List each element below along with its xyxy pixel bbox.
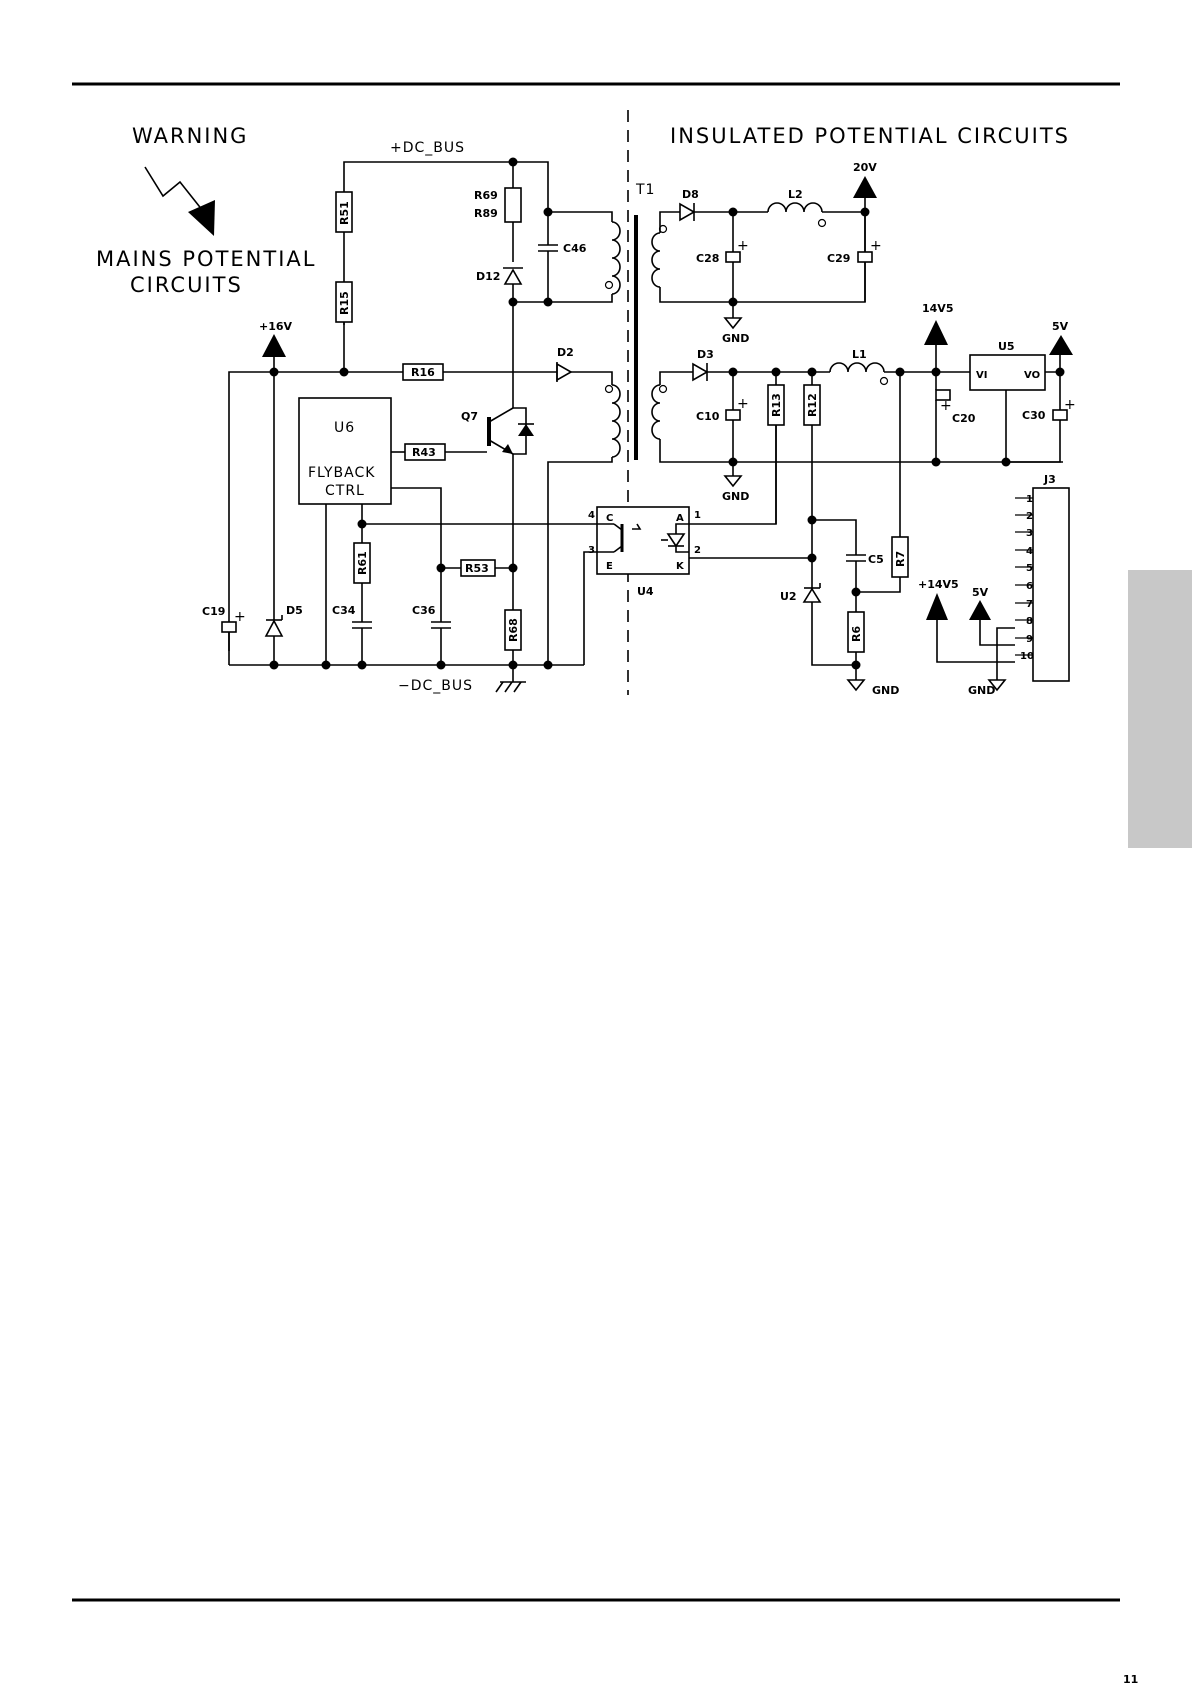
- j3-pin-5: 5: [1026, 563, 1033, 574]
- label-R15: R15: [338, 291, 351, 315]
- warning-title: WARNING: [132, 124, 248, 148]
- label-R16: R16: [411, 366, 435, 379]
- u4-pin-a: A: [676, 513, 684, 524]
- optocoupler-U4: C E A K 4 3 1 2 U4: [588, 400, 812, 598]
- net-gnd-4: GND: [968, 684, 995, 697]
- label-U4: U4: [637, 585, 654, 598]
- label-R69: R69: [474, 189, 498, 202]
- label-R61: R61: [356, 551, 369, 575]
- plus-C19: +: [234, 609, 247, 625]
- label-L1: L1: [852, 348, 867, 361]
- u4-num-2: 2: [694, 545, 701, 556]
- label-L2: L2: [788, 188, 803, 201]
- label-C20: C20: [952, 412, 976, 425]
- j3-pin-6: 6: [1026, 581, 1033, 592]
- secondary-side: D8 + C28 GND L2 20V + C29 D3: [651, 161, 1077, 697]
- j3-pin-2: 2: [1026, 511, 1033, 522]
- label-Q7: Q7: [461, 410, 478, 423]
- u6-name: U6: [334, 420, 355, 436]
- plus-C30: +: [1064, 397, 1077, 413]
- label-C10: C10: [696, 410, 720, 423]
- label-R7: R7: [894, 551, 907, 567]
- chassis-ground-icon: [495, 665, 526, 693]
- net-gnd-3: GND: [872, 684, 899, 697]
- j3-pin-1: 1: [1026, 494, 1033, 505]
- u4-num-4: 4: [588, 510, 595, 521]
- net-v16: +16V: [259, 320, 293, 333]
- plus-C20: +: [940, 398, 953, 414]
- lightning-bolt-arrow-icon: [144, 166, 215, 236]
- u4-pin-e: E: [606, 561, 613, 572]
- warning-line2: CIRCUITS: [130, 273, 243, 297]
- label-T1: T1: [635, 182, 655, 198]
- label-R53: R53: [465, 562, 489, 575]
- net-v5: 5V: [1052, 320, 1069, 333]
- label-R51: R51: [338, 201, 351, 225]
- u4-num-1: 1: [694, 510, 701, 521]
- label-R68: R68: [507, 618, 520, 642]
- u5-vo: VO: [1024, 370, 1040, 381]
- label-C30: C30: [1022, 409, 1046, 422]
- label-R89: R89: [474, 207, 498, 220]
- label-C28: C28: [696, 252, 719, 265]
- net-v14v5-conn: +14V5: [918, 578, 959, 591]
- label-C5: C5: [868, 553, 884, 566]
- u5-vi: VI: [976, 370, 987, 381]
- j3-pin-9: 9: [1026, 634, 1033, 645]
- net-v5-conn: 5V: [972, 586, 989, 599]
- u4-pin-k: K: [676, 561, 685, 572]
- net-v14v5: 14V5: [922, 302, 953, 315]
- label-R13: R13: [770, 393, 783, 417]
- j3-pin-8: 8: [1026, 616, 1033, 627]
- label-J3: J3: [1043, 473, 1056, 486]
- net-dc-bus-neg: −DC_BUS: [398, 678, 473, 694]
- label-C19: C19: [202, 605, 225, 618]
- net-gnd-2: GND: [722, 490, 749, 503]
- net-dc-bus-pos: +DC_BUS: [390, 140, 465, 156]
- j3-pin-4: 4: [1026, 546, 1033, 557]
- u6-line2: CTRL: [325, 483, 365, 499]
- label-C46: C46: [563, 242, 587, 255]
- insulated-title: INSULATED POTENTIAL CIRCUITS: [670, 124, 1070, 148]
- label-D5: D5: [286, 604, 303, 617]
- j3-pin-7: 7: [1026, 599, 1033, 610]
- net-gnd-1: GND: [722, 332, 749, 345]
- plus-C29: +: [870, 238, 883, 254]
- u4-pin-c: C: [606, 513, 613, 524]
- label-R12: R12: [806, 393, 819, 417]
- u6-line1: FLYBACK: [308, 465, 375, 481]
- label-D12: D12: [476, 270, 500, 283]
- section-tab: [1128, 570, 1192, 848]
- warning-line1: MAINS POTENTIAL: [96, 247, 316, 271]
- j3-pin-10: 10: [1020, 651, 1034, 662]
- label-R43: R43: [412, 446, 436, 459]
- net-v20: 20V: [853, 161, 877, 174]
- j3-pin-3: 3: [1026, 528, 1033, 539]
- label-C29: C29: [827, 252, 850, 265]
- page-number: 11: [1123, 1673, 1138, 1685]
- plus-C28: +: [737, 238, 750, 254]
- primary-side: +DC_BUS R51 R15 R69 R89 D12 C46: [202, 140, 655, 694]
- label-U5: U5: [998, 340, 1015, 353]
- label-D8: D8: [682, 188, 699, 201]
- label-U2: U2: [780, 590, 797, 603]
- plus-C10: +: [737, 396, 750, 412]
- label-D2: D2: [557, 346, 574, 359]
- label-C34: C34: [332, 604, 356, 617]
- label-C36: C36: [412, 604, 436, 617]
- label-R6: R6: [850, 626, 863, 642]
- u4-num-3: 3: [588, 545, 595, 556]
- label-D3: D3: [697, 348, 714, 361]
